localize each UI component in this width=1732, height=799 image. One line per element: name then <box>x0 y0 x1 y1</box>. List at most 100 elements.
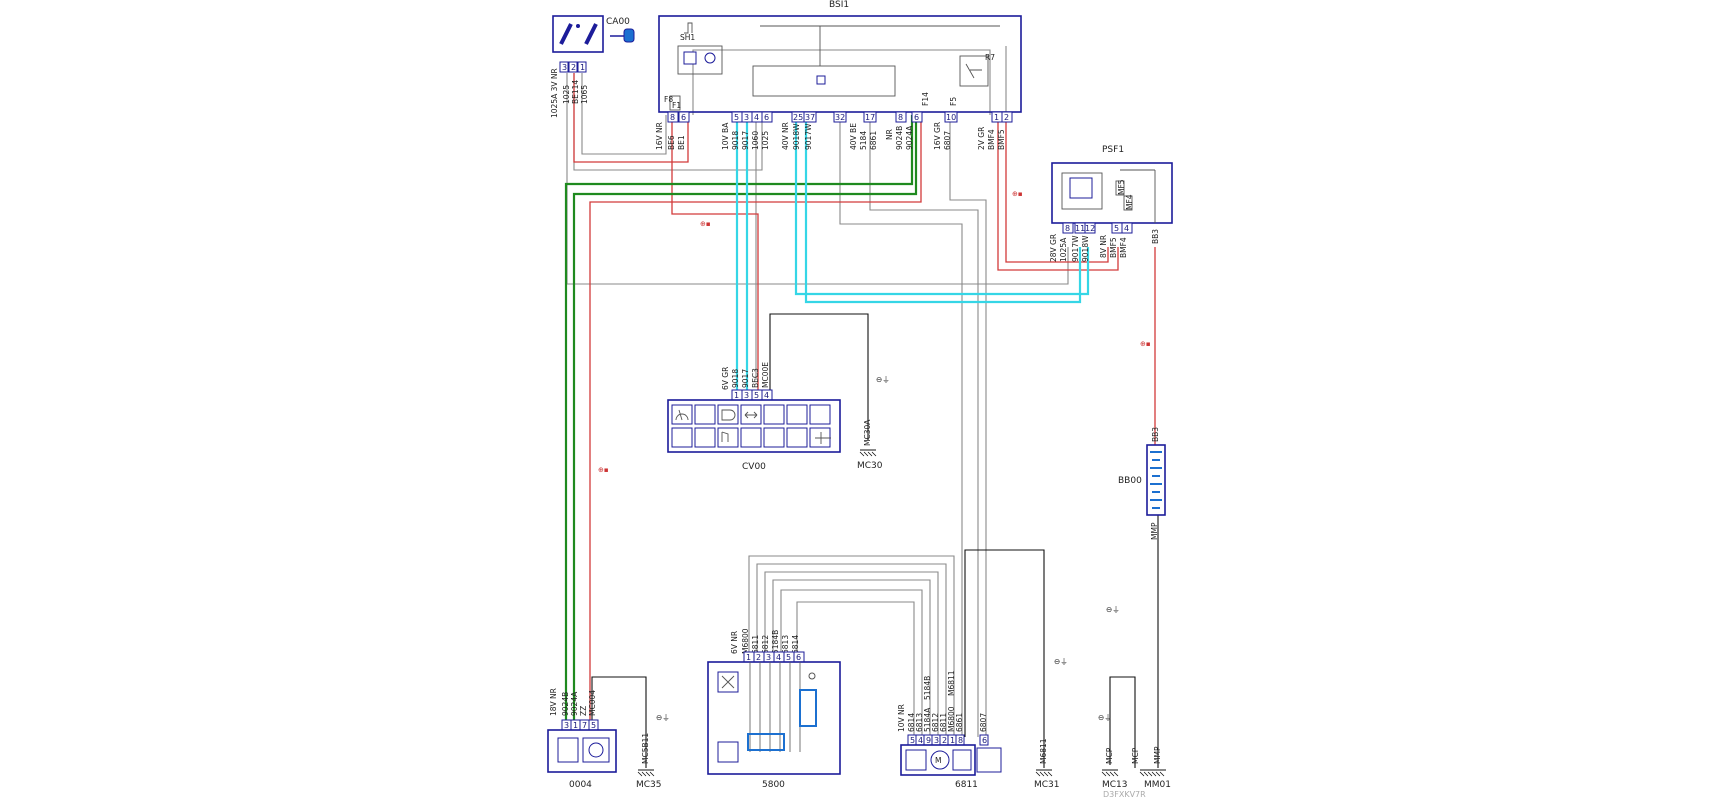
bsi1-mid1-wire-1: 9017 <box>741 131 750 150</box>
bsi1-mid3-wire-0: 5184 <box>859 131 868 150</box>
cv00-frame <box>667 399 841 453</box>
motor-glyph: M <box>935 756 941 765</box>
c6811-wire-7: M6811 <box>947 670 956 696</box>
c6811-wire-0: 6814 <box>907 713 916 732</box>
wire-be6 <box>671 115 759 392</box>
backlight-icon <box>717 741 739 763</box>
c0004-display-icon <box>557 737 579 763</box>
c6811-pin-2: 2 <box>942 736 947 745</box>
c5800-switch-array <box>747 662 817 752</box>
bsi1-left-label: 16V NR <box>655 122 664 150</box>
wire-mc004-red <box>589 115 922 720</box>
c0004-pin-1: 1 <box>573 721 578 730</box>
ca00-wire-0: 1025 <box>562 85 571 104</box>
mcp-label: MCP <box>1105 747 1114 764</box>
c0004-label: 0004 <box>569 780 592 790</box>
fog-lamp-icon <box>763 404 785 425</box>
bsi1-mid1-wire-3: 1025 <box>761 131 770 150</box>
ground-mc31: M6811 MC31 ⊖⏚ <box>1034 657 1068 790</box>
ca00-wire-1: BE114 <box>571 80 580 104</box>
wire-m6811 <box>964 549 1045 768</box>
washer-icon <box>671 427 693 448</box>
ca00-frame <box>552 15 604 53</box>
mc31-ground-symbol: ⊖⏚ <box>1054 657 1068 666</box>
bsi1-right-label: 2V GR <box>977 127 986 150</box>
bb00-wire-top: BB3 <box>1151 427 1160 442</box>
bsi1-lamp-icon <box>704 52 716 64</box>
cv00-pin-1: 1 <box>734 391 739 400</box>
component-ca00[interactable]: CA00 3 2 1 1025A 3V NR 1025 BE114 1065 <box>550 15 635 118</box>
c0004-wire-2: ZZ <box>579 706 588 716</box>
bsi1-pin-box-37 <box>803 111 817 123</box>
psf1-pin-box-4 <box>1121 222 1133 234</box>
wiper-glyph <box>675 409 689 421</box>
c0004-wire-3: MC004 <box>588 690 597 716</box>
bsi1-label: BSI1 <box>829 0 849 10</box>
psf1-left-label: 28V GR <box>1049 234 1058 262</box>
bsi1-mid3-wire-1: 6861 <box>869 131 878 150</box>
c6811-pin-6: 6 <box>982 736 987 745</box>
high-beam-glyph <box>721 409 736 421</box>
component-cv00[interactable]: 1 3 5 4 6V GR 9018 9017 BEC3 MC00E <box>667 362 841 472</box>
component-bb00[interactable]: BB3 BB00 MMP ⊖⏚ <box>1106 427 1166 614</box>
cv00-switch-grid <box>671 404 831 448</box>
ground-mc35: MC5B11 MC35 ⊖⏚ <box>636 713 670 790</box>
bsi1-pin-box-6c <box>911 111 923 123</box>
wire-1025a <box>566 73 1069 285</box>
psf1-left-wire-1: 9017W <box>1071 235 1080 262</box>
bsi1-pin-3: 3 <box>744 113 749 122</box>
wiper-icon <box>671 404 693 425</box>
wire-9018w <box>794 115 1090 296</box>
c6811-pin-1: 1 <box>950 736 955 745</box>
wire-mcp <box>1109 676 1136 768</box>
bsi1-pin-37: 37 <box>805 113 815 122</box>
c6811-wire-2: 5184A <box>923 707 932 732</box>
cruise-icon <box>786 427 808 448</box>
mc30-label: MC30 <box>857 461 883 471</box>
c5800-pin-3: 3 <box>766 653 771 662</box>
component-psf1[interactable]: PSF1 MF5 MF4 8 11 12 5 4 28V GR 1025A 90… <box>1049 145 1173 262</box>
component-0004[interactable]: 18V NR 9024B 9024A ZZ MC004 3 1 7 5 0004 <box>547 688 617 790</box>
c0004-pin-7: 7 <box>582 721 587 730</box>
component-5800[interactable]: 6V NR M6800 6811 6812 5184B 6813 6814 1 … <box>707 628 841 790</box>
component-bsi1[interactable]: BSI1 SH1 R7 F8 F1 F14 F5 8 6 5 3 <box>655 0 1022 150</box>
mm01-label: MM01 <box>1144 780 1171 790</box>
psf1-pin-box-8 <box>1062 222 1074 234</box>
headlamp-icon <box>694 404 716 425</box>
psf1-module-icon <box>1069 177 1093 199</box>
bsi1-pin-32: 32 <box>835 113 845 122</box>
wire-layer <box>564 46 1159 768</box>
psf1-mid-wire-0: BMF5 <box>1109 237 1118 258</box>
c0004-top-label: 18V NR <box>549 688 558 716</box>
watermark: D3FXKV7R <box>1103 790 1146 799</box>
rear-fog-icon <box>786 404 808 425</box>
c6811-display-icon <box>905 749 927 771</box>
bsi1-gr-wire: 6807 <box>943 131 952 150</box>
bsi1-pin-box-10 <box>944 111 958 123</box>
bsi1-fuse-f8-label: F8 <box>664 95 673 104</box>
lighting-icon <box>763 427 785 448</box>
protection-markers: ⊕▪ ⊕▪ ⊕▪ ⊕▪ <box>598 190 1151 474</box>
bsi1-pin-8: 8 <box>670 113 675 122</box>
marker-2: ⊕▪ <box>1012 190 1023 198</box>
wire-be114 <box>573 73 689 163</box>
c0004-frame <box>547 729 617 773</box>
c6811-wire-5: 6811 <box>939 713 948 732</box>
c6811-pin-4: 4 <box>918 736 923 745</box>
wire-mc00e <box>769 313 869 440</box>
c5800-frame <box>707 661 841 775</box>
bsi1-gr-label: 16V GR <box>933 122 942 150</box>
mc13-hatch <box>1101 771 1119 777</box>
c6811-wire-1: 6813 <box>915 713 924 732</box>
mc35-label: MC35 <box>636 780 662 790</box>
wire-6861 <box>839 115 963 737</box>
bsi1-pin-box-2 <box>1001 111 1013 123</box>
bsi1-pin-box-6b <box>761 111 773 123</box>
bsi1-pin-10: 10 <box>946 113 956 122</box>
ca00-pin-3: 1 <box>580 63 585 72</box>
bsi1-pin-1: 1 <box>994 113 999 122</box>
component-6811[interactable]: 10V NR 6814 6813 5184A 5184B 6812 6811 M… <box>897 670 1002 790</box>
turn-signal-glyph <box>744 411 758 419</box>
psf1-pin-box-12 <box>1084 222 1096 234</box>
phone-icon <box>740 427 762 448</box>
